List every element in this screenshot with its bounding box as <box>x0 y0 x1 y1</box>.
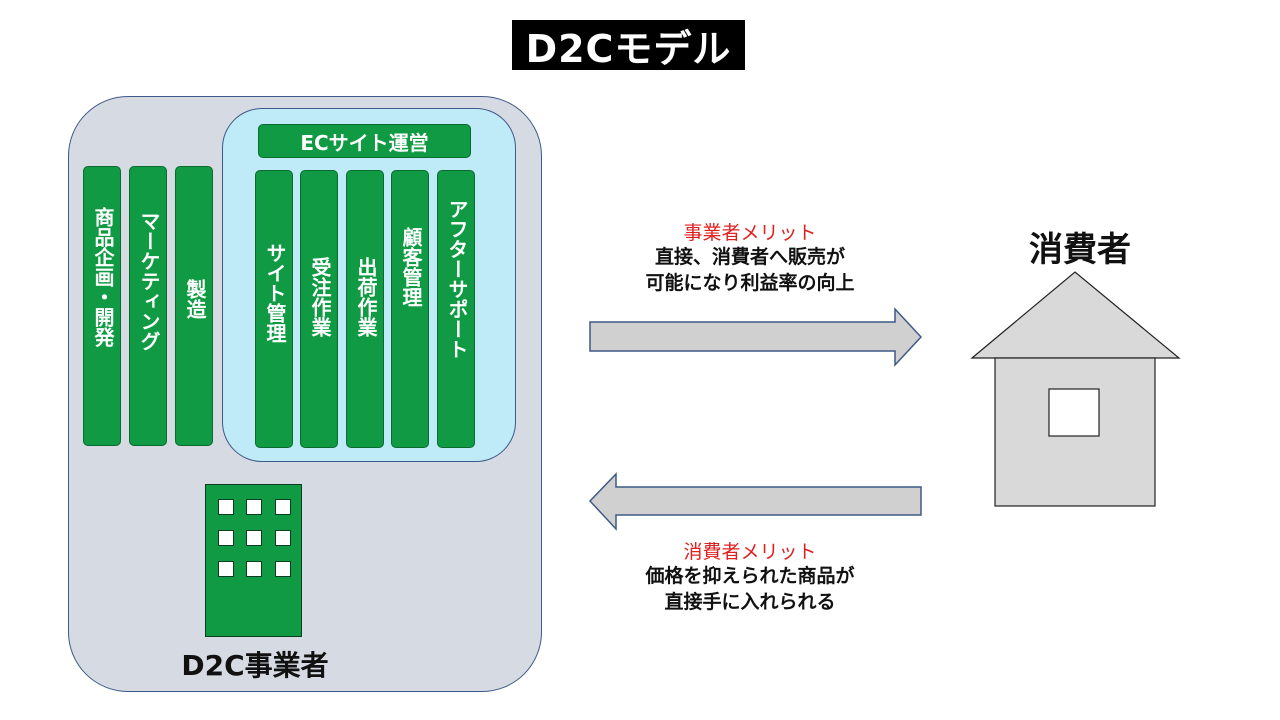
function-label: 出荷作業 <box>354 257 378 337</box>
function-label: サイト管理 <box>263 243 287 343</box>
ec-operation-label: ECサイト運営 <box>258 124 471 158</box>
consumer-label: 消費者 <box>1029 229 1131 270</box>
window-icon <box>218 530 234 546</box>
function-label: 製造 <box>183 279 207 319</box>
function-product-planning: 商品企画・開発 <box>83 166 121 446</box>
function-label: アフターサポート <box>445 199 469 359</box>
window-icon <box>275 530 291 546</box>
ec-function-order-handling: 受注作業 <box>300 170 338 448</box>
window-icon <box>218 499 234 515</box>
business-merit-line: 可能になり利益率の向上 <box>645 271 855 294</box>
consumer-merit-line: 直接手に入れられる <box>664 590 836 613</box>
building-icon <box>205 484 302 637</box>
page-title: D2Cモデル <box>512 20 745 71</box>
ec-function-customer-management: 顧客管理 <box>391 170 429 448</box>
function-manufacturing: 製造 <box>175 166 213 446</box>
function-marketing: マーケティング <box>129 166 167 446</box>
house-roof-icon <box>970 271 1181 359</box>
ec-function-site-management: サイト管理 <box>255 170 293 448</box>
ec-function-after-support: アフターサポート <box>437 170 475 448</box>
function-label: 受注作業 <box>308 257 332 337</box>
consumer-merit-text: 価格を抑えられた商品が 直接手に入れられる <box>580 564 920 615</box>
business-merit-line: 直接、消費者へ販売が <box>654 246 845 268</box>
arrow-right-icon <box>589 307 923 367</box>
ec-function-shipping: 出荷作業 <box>346 170 384 448</box>
window-icon <box>218 561 234 577</box>
company-name: D2C事業者 <box>181 649 329 682</box>
window-icon <box>275 499 291 515</box>
house-window-icon <box>1048 388 1100 437</box>
function-label: 商品企画・開発 <box>91 207 115 347</box>
function-label: マーケティング <box>137 211 161 351</box>
window-icon <box>246 499 262 515</box>
consumer-merit-heading: 消費者メリット <box>683 541 817 563</box>
arrow-left-icon <box>588 472 922 531</box>
consumer-merit-line: 価格を抑えられた商品が <box>645 565 855 587</box>
business-merit-heading: 事業者メリット <box>683 222 817 244</box>
function-label: 顧客管理 <box>399 227 423 307</box>
window-icon <box>246 530 262 546</box>
business-merit-text: 直接、消費者へ販売が 可能になり利益率の向上 <box>580 245 920 296</box>
window-icon <box>246 561 262 577</box>
window-icon <box>275 561 291 577</box>
